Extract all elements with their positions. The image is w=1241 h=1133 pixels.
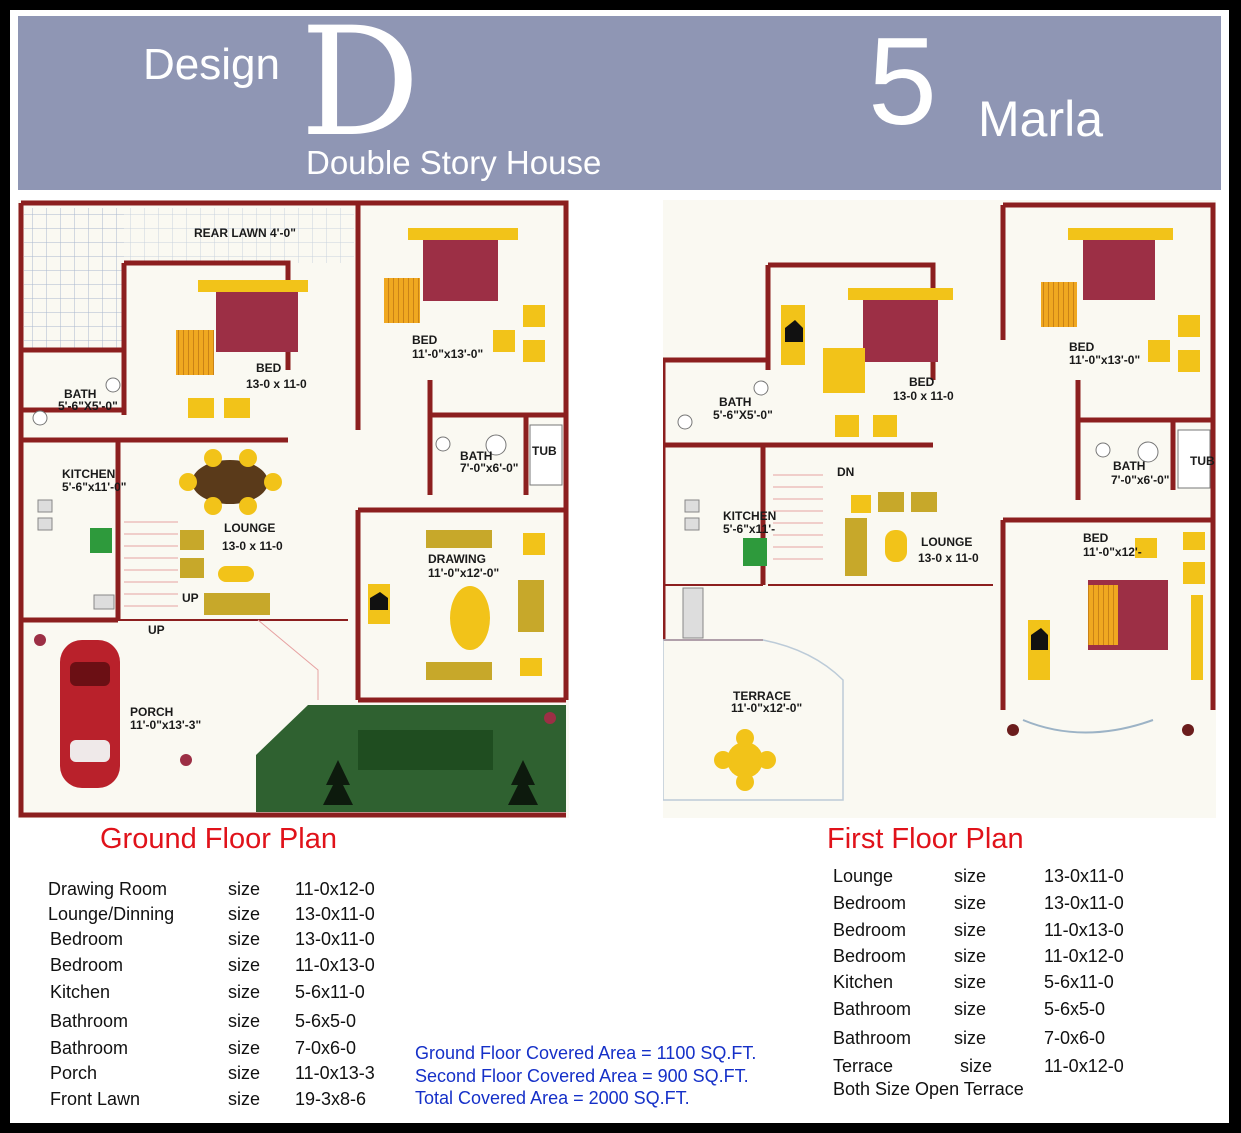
walls: [18, 200, 569, 818]
label-f-bath1-size: 5'-6"X5'-0": [713, 408, 773, 422]
label-f-lounge-size: 13-0 x 11-0: [918, 551, 979, 565]
ground-covered-area: Ground Floor Covered Area = 1100 SQ.FT.: [415, 1043, 757, 1063]
total-covered-area: Total Covered Area = 2000 SQ.FT.: [415, 1088, 690, 1108]
label-f-bed3-name: BED: [1083, 531, 1109, 545]
label-bed2-size: 11'-0"x13'-0": [412, 347, 484, 361]
label-drawing-name: DRAWING: [428, 552, 486, 566]
first-floor-heading: First Floor Plan: [827, 823, 1024, 855]
first-floor-plan: BED 13-0 x 11-0 BED 11'-0"x13'-0" BED 11…: [663, 200, 1216, 818]
label-bath2-size: 7'-0"x6'-0": [460, 461, 519, 475]
label-f-bed1-size: 13-0 x 11-0: [893, 389, 954, 403]
label-f-bed2-size: 11'-0"x13'-0": [1069, 353, 1141, 367]
label-f-bath2-name: BATH: [1113, 459, 1146, 473]
label-f-bed2-name: BED: [1069, 340, 1095, 354]
label-f-kitchen-name: KITCHEN: [723, 509, 777, 523]
open-terrace-note: Both Size Open Terrace: [833, 1079, 1024, 1099]
stairs: [773, 474, 823, 560]
label-up1: UP: [182, 591, 199, 605]
label-kitchen-size: 5'-6"x11'-0": [62, 480, 127, 494]
label-bath2-name: BATH: [460, 449, 493, 463]
rear-lawn-tiles: [24, 208, 124, 348]
label-bed1-size: 13-0 x 11-0: [246, 377, 307, 391]
design-word: Design: [143, 40, 280, 89]
label-up2: UP: [148, 623, 165, 637]
label-lounge-size: 13-0 x 11-0: [222, 539, 283, 553]
ground-floor-plan: REAR LAWN 4'-0" BED 13-0 x 11-0 BED 11'-…: [18, 200, 569, 818]
label-bed2-name: BED: [412, 333, 438, 347]
label-f-lounge-name: LOUNGE: [921, 535, 973, 549]
label-bath1-name: BATH: [64, 387, 97, 401]
label-bed1-name: BED: [256, 361, 282, 375]
label-kitchen-name: KITCHEN: [62, 467, 116, 481]
label-f-bath2-size: 7'-0"x6'-0": [1111, 473, 1170, 487]
ground-furniture: [32, 228, 563, 680]
label-tub: TUB: [532, 444, 557, 458]
design-letter: D: [300, 0, 421, 170]
stairs: [124, 521, 319, 700]
label-f-dn: DN: [837, 465, 855, 479]
first-floor-drawing: [663, 200, 1216, 818]
label-f-bed3-size: 11'-0"x12'-: [1083, 545, 1142, 559]
label-porch-name: PORCH: [130, 705, 174, 719]
second-covered-area: Second Floor Covered Area = 900 SQ.FT.: [415, 1066, 749, 1086]
ground-floor-drawing: [18, 200, 569, 818]
label-f-tub: TUB: [1190, 454, 1215, 468]
label-lounge-name: LOUNGE: [224, 521, 276, 535]
brochure-sheet: Design D Double Story House 5 Marla: [10, 8, 1229, 1123]
label-rear-lawn: REAR LAWN 4'-0": [194, 226, 296, 240]
label-f-kitchen-size: 5'-6"x11'-: [723, 522, 776, 536]
label-bath1-size: 5'-6"X5'-0": [58, 399, 118, 413]
label-f-terrace-size: 11'-0"x12'-0": [731, 701, 803, 715]
design-subtitle: Double Story House: [306, 144, 602, 181]
label-f-bath1-name: BATH: [719, 395, 752, 409]
label-f-bed1-name: BED: [909, 375, 935, 389]
ground-floor-heading: Ground Floor Plan: [100, 823, 337, 855]
plot-size-number: 5: [868, 13, 937, 151]
plot-size-unit: Marla: [978, 91, 1104, 147]
label-f-terrace-name: TERRACE: [733, 689, 792, 703]
label-porch-size: 11'-0"x13'-3": [130, 718, 202, 732]
first-furniture: [677, 228, 1211, 791]
car-icon: [60, 640, 120, 788]
terrace-table: [714, 729, 776, 791]
title-banner: Design D Double Story House 5 Marla: [18, 8, 1221, 190]
label-drawing-size: 11'-0"x12'-0": [428, 566, 500, 580]
